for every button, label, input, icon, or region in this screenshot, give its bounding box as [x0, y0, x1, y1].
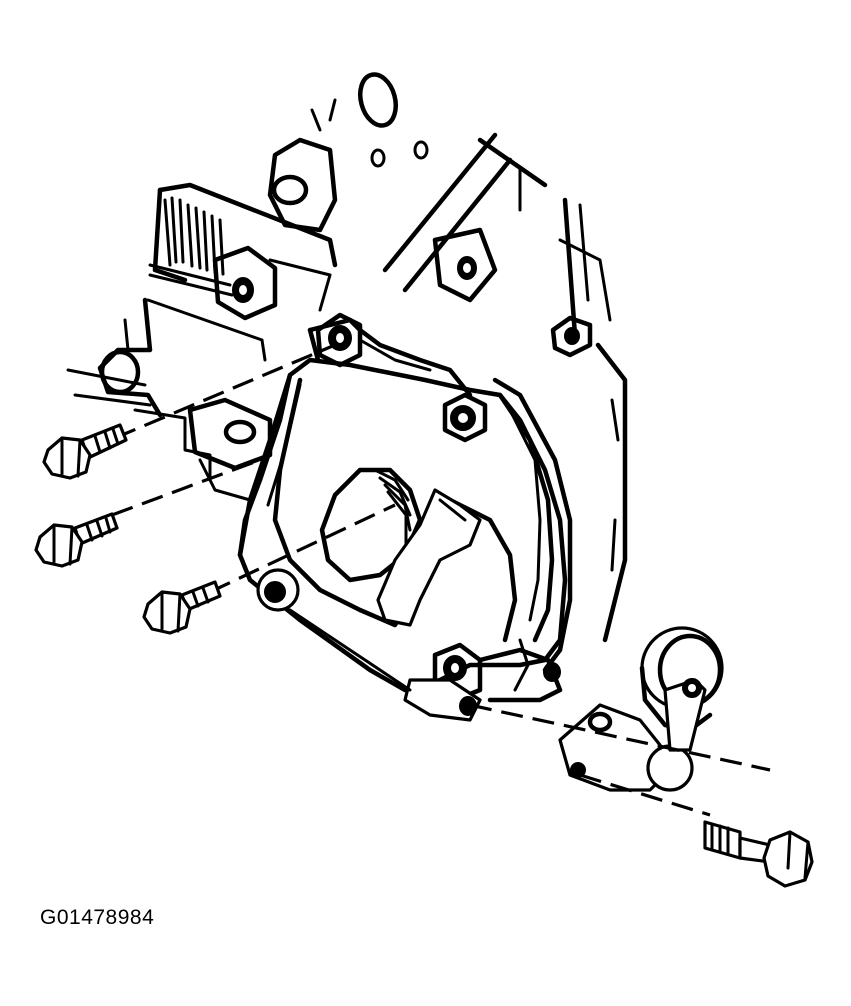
bolt-middle — [34, 512, 119, 568]
figure-identifier-label: G01478984 — [40, 906, 155, 929]
ridged-cover-edge — [148, 196, 234, 297]
idler-pulley-assembly — [558, 626, 724, 792]
bolt-lower — [142, 580, 222, 635]
alignment-lines — [111, 343, 771, 817]
engine-block — [66, 72, 628, 643]
bolt-upper — [42, 423, 128, 480]
bolt-pulley — [703, 820, 814, 888]
accessory-bracket — [237, 312, 573, 722]
